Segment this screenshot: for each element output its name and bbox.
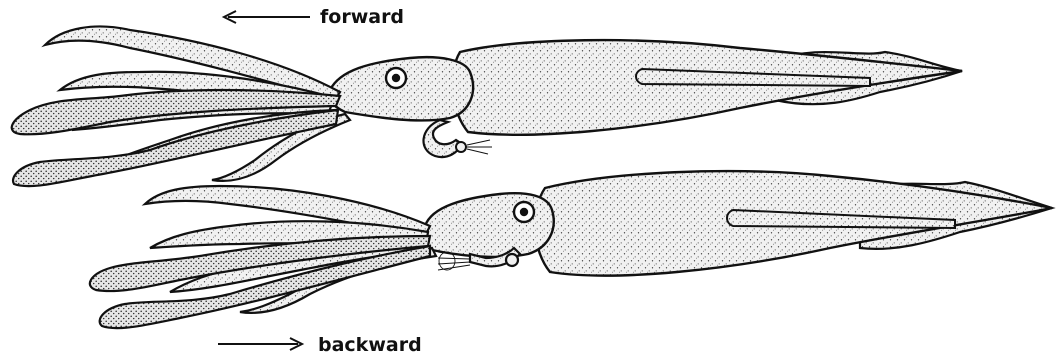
squid-backward-eye (514, 202, 534, 222)
forward-arrow (224, 11, 310, 23)
squid-forward-eye (386, 68, 406, 88)
forward-label: forward (320, 6, 404, 28)
squid-backward: backward (90, 171, 1052, 356)
backward-arrow (218, 338, 302, 350)
backward-label: backward (318, 334, 422, 356)
water-jet-lines (467, 140, 492, 154)
squid-forward: forward (12, 6, 962, 186)
squid-forward-siphon (424, 120, 462, 157)
squid-backward-head (422, 193, 553, 257)
siphon-opening (456, 142, 466, 152)
squid-forward-head (329, 57, 473, 120)
